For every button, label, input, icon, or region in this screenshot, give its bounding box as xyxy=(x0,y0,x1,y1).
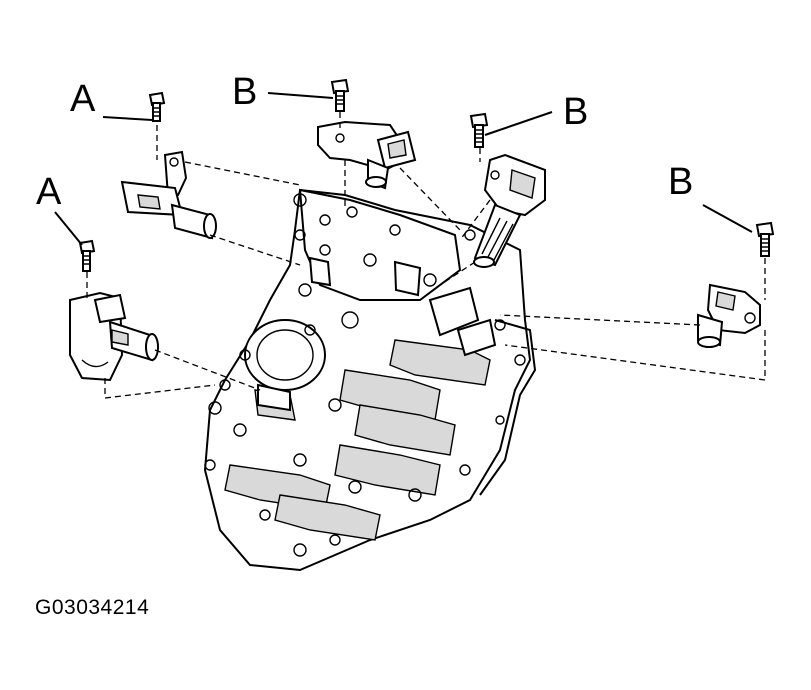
valve-body xyxy=(203,188,537,572)
callout-b-top-left: B xyxy=(232,71,258,113)
solenoid-a-upper xyxy=(120,150,217,240)
bolt-b-long xyxy=(469,112,489,148)
solenoid-a-lower xyxy=(69,291,159,382)
bolt-b-top xyxy=(330,78,350,112)
callout-b-top-right: B xyxy=(563,91,589,133)
bolts xyxy=(78,78,775,272)
bolt-a-lower xyxy=(78,239,96,272)
callout-a-top: A xyxy=(70,78,96,120)
solenoid-b-top xyxy=(317,120,417,190)
solenoid-b-right xyxy=(697,283,761,348)
figure-id: G03034214 xyxy=(35,596,150,619)
bolt-b-right xyxy=(755,221,775,257)
callout-a-left: A xyxy=(36,171,62,213)
solenoid-b-long xyxy=(473,153,546,268)
bolt-a-upper xyxy=(148,91,166,122)
leader-lines xyxy=(54,92,753,246)
alignment-lines xyxy=(86,112,766,399)
callout-b-right: B xyxy=(668,161,694,203)
